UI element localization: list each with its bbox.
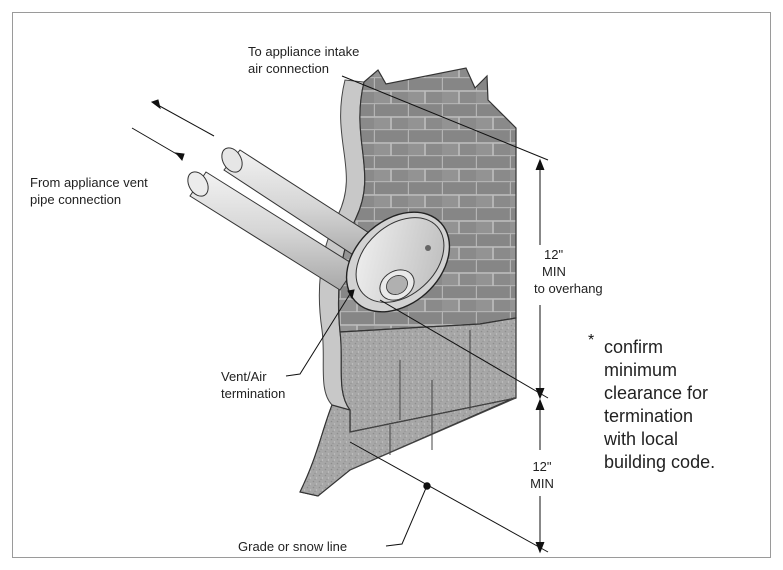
stone-foundation [299, 317, 517, 497]
termination-cap [345, 211, 451, 313]
vent-pipe-label: From appliance vent pipe connection [30, 175, 148, 207]
diagram-frame [12, 12, 771, 558]
leader-lines [131, 99, 431, 547]
intake-label: To appliance intake air connection [248, 44, 360, 76]
dimension-lines [341, 75, 549, 554]
grade-line-label: Grade or snow line [238, 539, 348, 554]
termination-label: Vent/Air termination [221, 369, 286, 401]
note-text: confirm minimum clearance for terminatio… [604, 337, 716, 472]
note-asterisk: * [588, 332, 595, 349]
overhang-dimension-label: 12" MIN to overhang [534, 247, 603, 296]
grade-dimension-label: 12" MIN [530, 459, 554, 491]
